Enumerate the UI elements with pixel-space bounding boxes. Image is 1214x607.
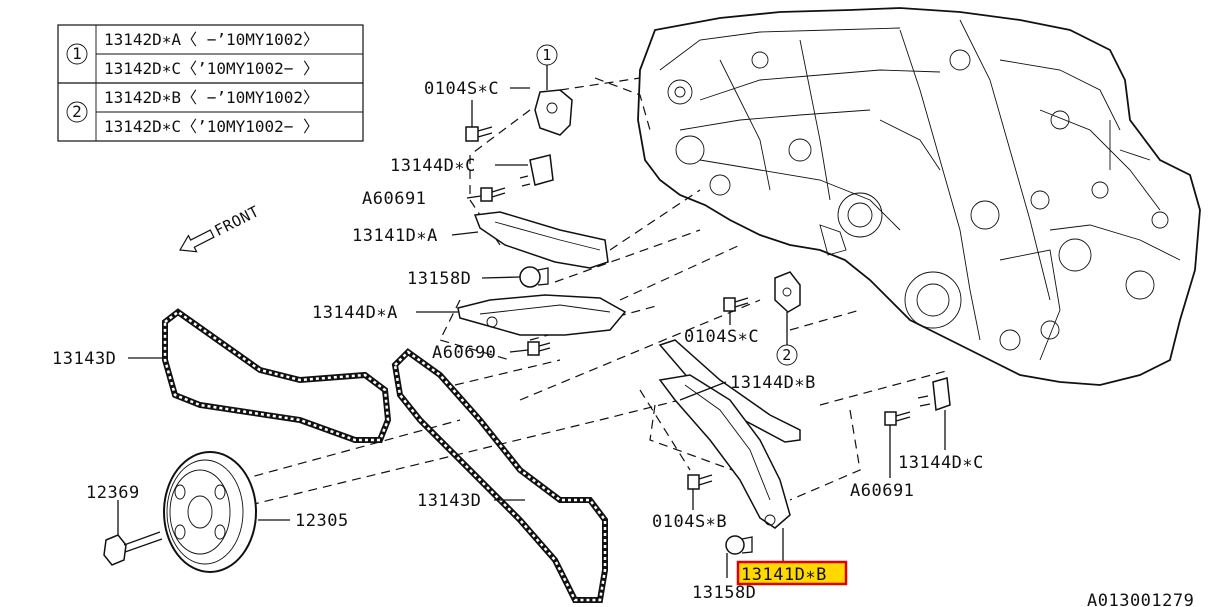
timing-belt-center bbox=[391, 348, 608, 603]
tensioner-2: 2 bbox=[774, 271, 801, 366]
highlight-box bbox=[736, 560, 848, 586]
label-13144dc-right: 13144D∗C bbox=[898, 453, 984, 473]
legend-marker-1-text: 1 bbox=[72, 44, 82, 63]
label-13144db: 13144D∗B bbox=[730, 373, 816, 393]
bolt-a60691-top bbox=[480, 187, 506, 202]
label-13144da: 13144D∗A bbox=[312, 303, 398, 323]
legend-table: 1 2 13142D∗A〈 −’10MY1002〉 13142D∗C〈’10MY… bbox=[57, 24, 364, 142]
legend-entry: 13142D∗C〈’10MY1002− 〉 bbox=[104, 59, 319, 78]
label-13158d-top: 13158D bbox=[407, 269, 471, 289]
figure-id: A013001279 bbox=[1087, 591, 1194, 607]
guide-13144dc-top bbox=[519, 154, 554, 187]
label-13141da: 13141D∗A bbox=[352, 226, 438, 246]
crank-bolt bbox=[103, 500, 163, 566]
engine-block-illustration bbox=[637, 7, 1201, 386]
label-13144dc-top: 13144D∗C bbox=[390, 156, 476, 176]
label-12369: 12369 bbox=[86, 483, 140, 503]
bolt-0104sc-top bbox=[465, 100, 493, 142]
legend-entry: 13142D∗A〈 −’10MY1002〉 bbox=[104, 30, 319, 49]
label-a60691-right: A60691 bbox=[850, 481, 914, 501]
bolt-0104sb bbox=[687, 474, 713, 510]
label-13143d-left: 13143D bbox=[52, 349, 116, 369]
bolt-0104sc-mid bbox=[723, 297, 749, 325]
label-13158d-bottom: 13158D bbox=[692, 583, 756, 603]
tensioner-1: 1 bbox=[534, 44, 573, 136]
callout-marker-1-text: 1 bbox=[542, 46, 552, 64]
guide-13144dc-right bbox=[917, 377, 951, 412]
guide-13141db bbox=[658, 374, 791, 529]
label-a60690: A60690 bbox=[432, 343, 496, 363]
callout-marker-2-text: 2 bbox=[782, 346, 792, 364]
legend-marker-1 bbox=[66, 43, 88, 65]
callout-marker-2 bbox=[776, 344, 798, 366]
legend-entry: 13142D∗B〈 −’10MY1002〉 bbox=[104, 88, 319, 107]
label-0104sb: 0104S∗B bbox=[652, 512, 727, 532]
guide-13141da bbox=[473, 211, 609, 269]
bolt-a60690 bbox=[527, 341, 551, 356]
guide-13144da bbox=[457, 294, 627, 336]
bolt-a60691-right bbox=[884, 411, 911, 426]
label-12305: 12305 bbox=[295, 511, 349, 531]
label-a60691-top: A60691 bbox=[362, 189, 426, 209]
label-0104sc-top: 0104S∗C bbox=[424, 79, 499, 99]
idler-13158d-bottom bbox=[725, 535, 753, 555]
legend-entry: 13142D∗C〈’10MY1002− 〉 bbox=[104, 117, 319, 136]
idler-13158d-top bbox=[519, 266, 549, 288]
leader-lines bbox=[128, 87, 946, 578]
front-label: FRONT bbox=[212, 202, 263, 240]
part-labels: 0104S∗C 13144D∗C A60691 13141D∗A 13158D … bbox=[52, 79, 1194, 607]
timing-belt-left bbox=[162, 308, 392, 443]
legend-marker-2 bbox=[66, 101, 88, 123]
legend-marker-2-text: 2 bbox=[72, 102, 82, 121]
label-13141db-highlighted[interactable]: 13141D∗B bbox=[741, 565, 827, 585]
label-13143d-center: 13143D bbox=[417, 491, 481, 511]
front-arrow: FRONT bbox=[179, 202, 263, 253]
crank-pulley bbox=[163, 451, 257, 573]
label-0104sc-mid: 0104S∗C bbox=[684, 327, 759, 347]
